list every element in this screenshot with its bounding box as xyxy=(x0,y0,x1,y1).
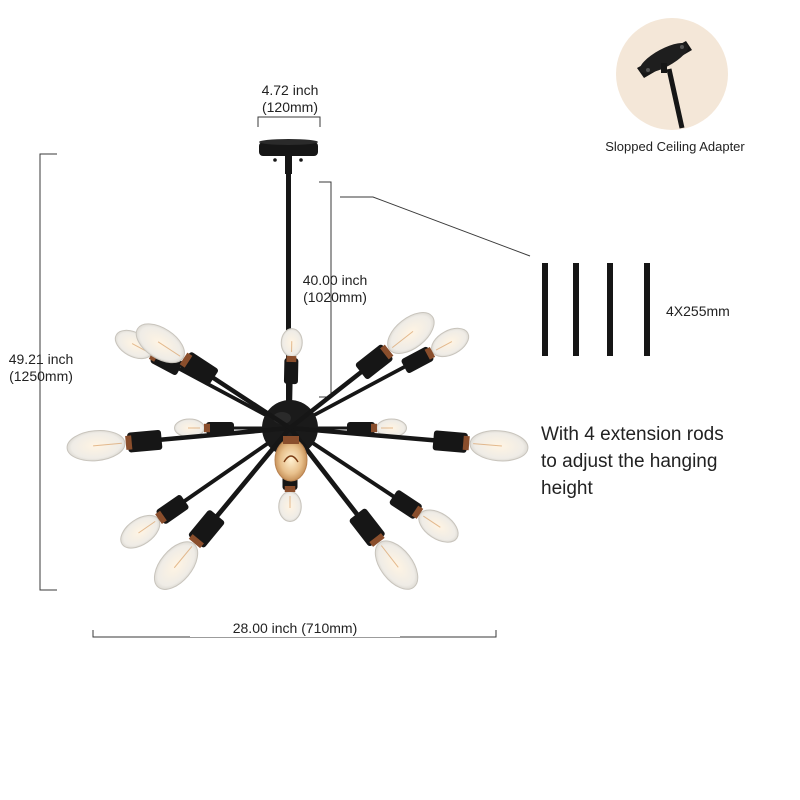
bulb-socket xyxy=(432,430,468,453)
bulb-socket xyxy=(349,508,385,547)
extension-rods xyxy=(542,263,650,356)
bulb-filament xyxy=(157,341,181,357)
description: With 4 extension rods to adjust the hang… xyxy=(541,421,724,502)
description-line: to adjust the hanging xyxy=(541,451,718,472)
canopy-width-label: 4.72 inch (120mm) xyxy=(238,82,342,116)
bulb-socket xyxy=(206,422,234,434)
front-arms xyxy=(66,312,529,590)
total-height-label: 49.21 inch (1250mm) xyxy=(0,351,82,385)
adapter-label: Slopped Ceiling Adapter xyxy=(605,139,745,154)
extension-rod xyxy=(573,263,579,356)
bulb-base xyxy=(125,435,133,450)
bulb-base xyxy=(424,346,436,360)
chandelier-arm xyxy=(66,425,293,462)
extension-rod xyxy=(542,263,548,356)
bulb-socket xyxy=(188,510,225,548)
bulb-filament xyxy=(138,520,156,534)
canopy-width-mm: (120mm) xyxy=(261,99,318,115)
chandelier-arm xyxy=(120,426,292,549)
bulb-filament xyxy=(423,515,441,528)
bulb-filament xyxy=(435,341,453,351)
bulb-socket xyxy=(355,344,393,380)
bulb-socket xyxy=(127,429,163,453)
bulb-socket xyxy=(156,495,189,524)
bulb-base xyxy=(155,510,167,524)
bulb-socket xyxy=(180,352,218,386)
width-bracket xyxy=(92,630,497,638)
bulb-base xyxy=(179,352,193,368)
arm-rod xyxy=(159,425,293,442)
total-height-mm: (1250mm) xyxy=(9,368,73,384)
bulb-base xyxy=(188,534,204,549)
dimension-lines xyxy=(39,116,531,638)
bulb-filament xyxy=(173,546,193,569)
bulb-base xyxy=(411,505,424,519)
arm-rod xyxy=(287,370,364,431)
total-height-inch: 49.21 inch xyxy=(8,351,74,367)
extension-rod xyxy=(644,263,650,356)
bulb-base xyxy=(284,486,296,492)
bulb-filament xyxy=(473,443,502,447)
chandelier-arm xyxy=(287,425,529,462)
slope-adapter-illustration xyxy=(616,18,728,130)
chandelier-arm xyxy=(280,328,303,430)
bulb-base xyxy=(204,423,210,433)
total-height-bracket xyxy=(39,153,57,591)
chandelier-arm xyxy=(288,327,470,430)
extension-rod xyxy=(607,263,613,356)
rod-height-mm: (1020mm) xyxy=(303,289,367,305)
arm-rod xyxy=(215,425,293,519)
bulb-socket xyxy=(401,346,434,373)
rods-pointer-line xyxy=(340,196,531,257)
canopy-width-bracket xyxy=(257,116,321,127)
chandelier-arm xyxy=(287,425,419,590)
rod-height-bracket xyxy=(319,181,332,398)
chandelier-arm xyxy=(153,425,293,590)
canopy xyxy=(259,139,318,174)
bulb-base xyxy=(369,533,385,547)
rod-height-inch: 40.00 inch xyxy=(302,272,368,288)
chandelier-arm xyxy=(287,312,435,431)
bulb-base xyxy=(371,423,377,433)
bulb-base xyxy=(462,435,470,451)
bulb-filament xyxy=(93,442,122,447)
bulb-socket xyxy=(283,357,299,385)
bulb-base xyxy=(286,355,297,363)
bulb-socket xyxy=(389,490,422,519)
arm-rod xyxy=(287,425,360,517)
downrod xyxy=(286,172,291,402)
arm-rod xyxy=(211,375,293,431)
bulb-filament xyxy=(380,545,399,568)
canopy-width-inch: 4.72 inch xyxy=(261,82,319,98)
bulb-filament xyxy=(391,330,414,349)
bulb-base xyxy=(380,344,394,360)
description-line: height xyxy=(541,478,593,499)
width-label: 28.00 inch (710mm) xyxy=(190,620,400,637)
chandelier-arm xyxy=(135,323,293,431)
rod-height-label: 40.00 inch (1020mm) xyxy=(290,272,380,306)
arm-rod xyxy=(287,425,436,443)
center-bulb xyxy=(274,436,308,482)
bulb-socket xyxy=(347,422,375,434)
rods-label: 4X255mm xyxy=(666,303,730,319)
description-line: With 4 extension rods xyxy=(541,424,724,445)
